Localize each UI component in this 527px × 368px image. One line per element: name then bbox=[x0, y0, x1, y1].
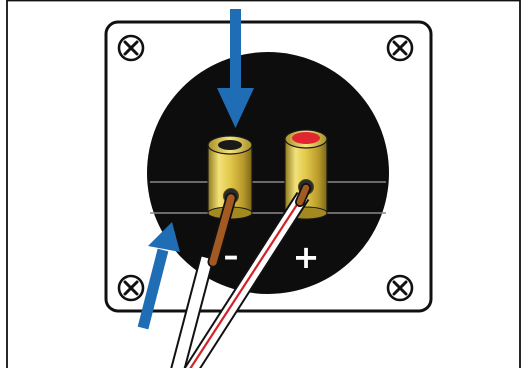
screw-icon bbox=[119, 36, 143, 60]
screw-icon bbox=[388, 276, 412, 300]
positive-label: + bbox=[293, 238, 320, 276]
screw-icon bbox=[388, 36, 412, 60]
screw-icon bbox=[119, 276, 143, 300]
negative-label: – bbox=[224, 239, 239, 274]
